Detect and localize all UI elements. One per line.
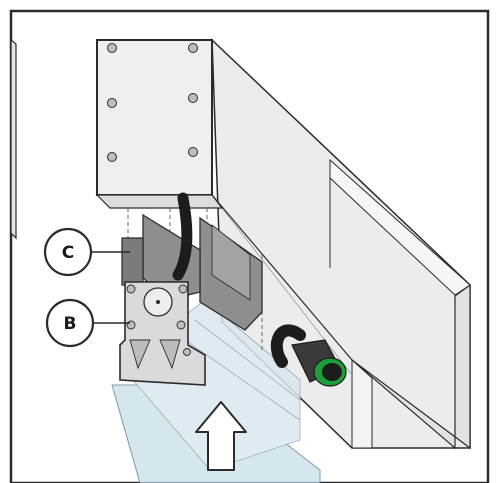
inverter-housing bbox=[95, 39, 263, 350]
callout-c-label: C bbox=[62, 243, 74, 263]
screw bbox=[126, 284, 136, 294]
adjacent-panel-edge bbox=[10, 38, 17, 240]
front-bracket bbox=[119, 281, 206, 386]
screw bbox=[107, 43, 117, 53]
callout-b-label: B bbox=[64, 314, 77, 334]
callout-c: C bbox=[43, 227, 130, 277]
screw bbox=[126, 320, 136, 330]
cable-gland bbox=[270, 324, 347, 387]
bracket-rear bbox=[121, 213, 263, 331]
screw bbox=[107, 152, 117, 162]
screw bbox=[107, 98, 117, 108]
screw bbox=[176, 320, 186, 330]
screw bbox=[183, 348, 191, 356]
cable bbox=[172, 192, 193, 281]
screw bbox=[188, 93, 198, 103]
screw bbox=[178, 284, 188, 294]
up-arrow-icon bbox=[195, 401, 247, 471]
callout-b-circle bbox=[45, 298, 95, 348]
callout-b: B bbox=[45, 298, 130, 348]
screw bbox=[188, 43, 198, 53]
callout-c-circle bbox=[43, 227, 93, 277]
housing-screws bbox=[107, 43, 198, 162]
screw bbox=[188, 147, 198, 157]
